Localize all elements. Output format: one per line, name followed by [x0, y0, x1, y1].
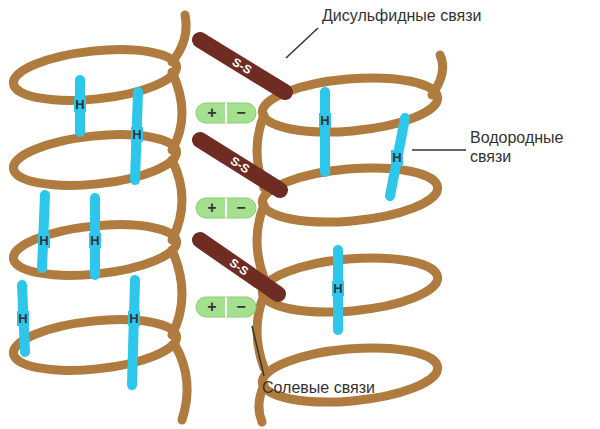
charge-sign: −	[236, 200, 245, 216]
bond-letter: H	[89, 233, 100, 248]
charge-sign: +	[207, 200, 216, 216]
bond-letter: H	[74, 97, 85, 112]
charge-sign: −	[236, 299, 245, 315]
callout-label: Водородные связи	[470, 128, 570, 166]
charge-sign: −	[236, 105, 245, 121]
bond-letter: H	[17, 311, 28, 326]
bond-letter: H	[391, 150, 402, 165]
bond-letter: H	[38, 233, 49, 248]
callout-label: Дисульфидные связи	[322, 6, 481, 25]
charge-sign: +	[207, 299, 216, 315]
bond-letter: H	[319, 113, 330, 128]
bond-letter: H	[131, 127, 142, 142]
bond-letter: H	[128, 311, 139, 326]
bond-letter: H	[332, 281, 343, 296]
callout-label: Солевые связи	[262, 378, 375, 397]
charge-sign: +	[207, 105, 216, 121]
